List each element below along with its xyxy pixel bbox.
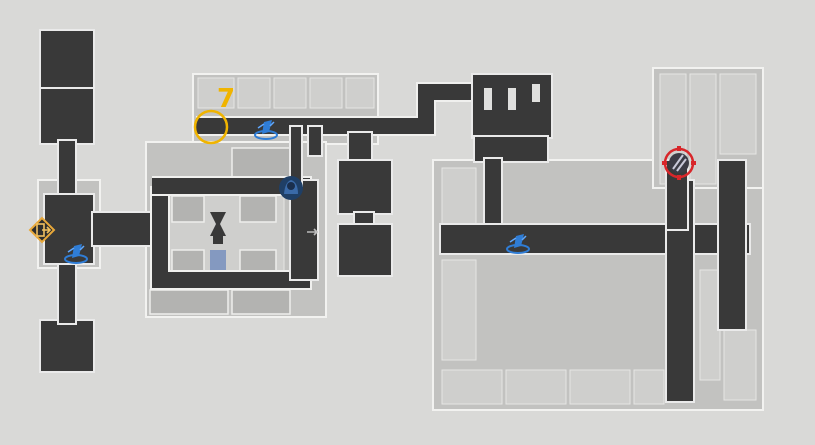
east-corridor: [439, 223, 751, 255]
character-portrait-icon[interactable]: [279, 176, 303, 200]
elite-enemy-icon[interactable]: [662, 146, 696, 180]
space-anchor-icon[interactable]: [64, 244, 88, 264]
north-west-room: [39, 29, 95, 89]
objective-ring[interactable]: [193, 109, 229, 145]
south-west-room: [39, 319, 95, 373]
space-anchor-icon[interactable]: [506, 234, 530, 254]
statue: [210, 212, 226, 236]
middle-tower-room: [337, 159, 393, 215]
objective-marker[interactable]: [193, 109, 229, 145]
objective-number-label: 7: [217, 84, 236, 114]
marked-spot: [210, 250, 226, 270]
direction-arrow-icon: [307, 228, 319, 236]
space-anchor-icon[interactable]: [254, 120, 278, 140]
walkable-paths: [39, 29, 751, 403]
exit-door-icon[interactable]: [28, 216, 56, 244]
